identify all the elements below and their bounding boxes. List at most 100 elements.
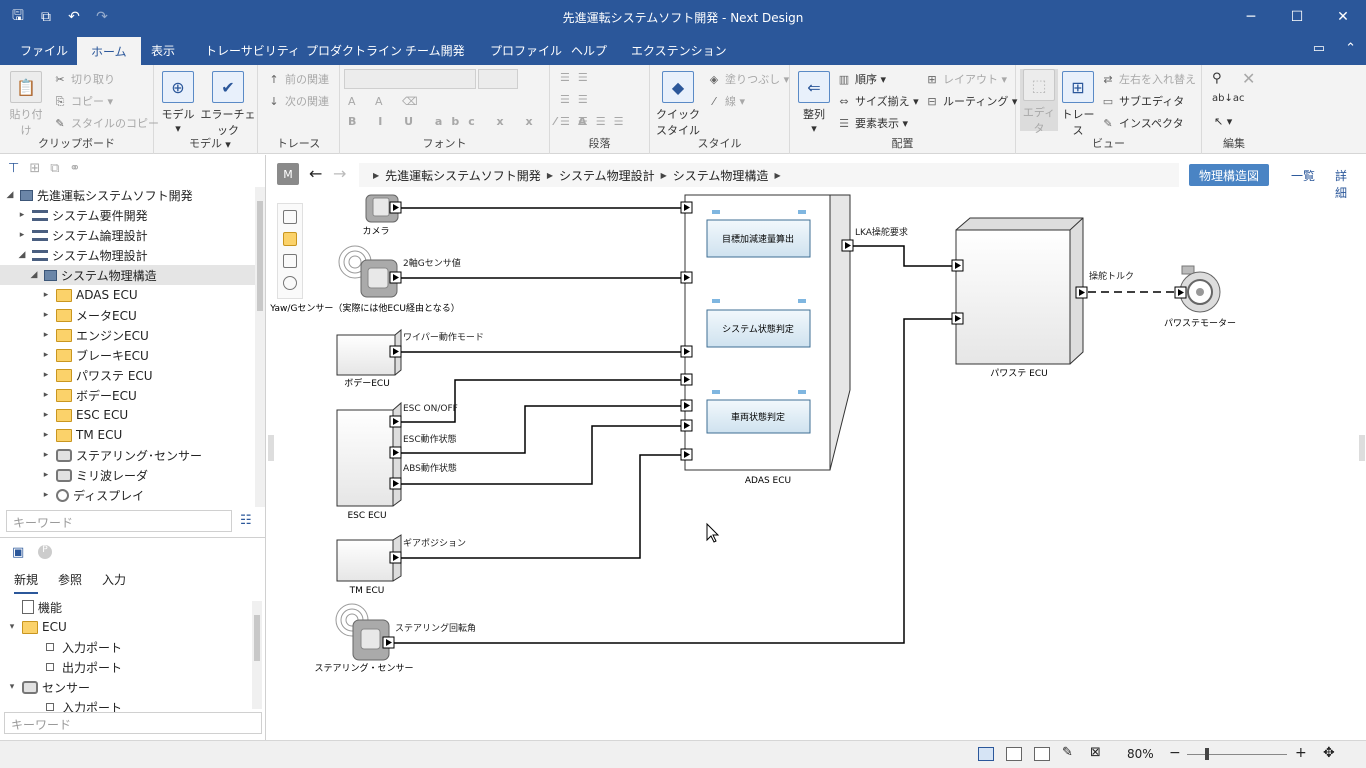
expand-icon[interactable]: ▸ [43, 390, 49, 400]
select-icon[interactable]: ↖ ▾ [1214, 115, 1233, 128]
tab-extension[interactable]: エクステンション [631, 44, 727, 58]
tree-icon[interactable]: ⊞ [29, 161, 41, 176]
tree-item[interactable]: ▸システム論理設計 [0, 225, 256, 245]
sub-editor-button[interactable]: ▭サブエディタ [1100, 93, 1184, 109]
model-badge[interactable]: M [277, 163, 299, 185]
layout-editor-icon[interactable] [978, 747, 994, 761]
right-collapse-handle[interactable] [1359, 435, 1365, 461]
tab-home[interactable]: ホーム [77, 37, 141, 65]
forward-arrow-icon[interactable]: → [333, 164, 347, 183]
power-steering-motor-node[interactable]: パワステモーター [1164, 265, 1236, 329]
yaw-sensor-node[interactable]: Yaw/Gセンサー（実際には他ECU経由となる） [269, 245, 460, 314]
back-arrow-icon[interactable]: ← [309, 164, 323, 183]
tree-item[interactable]: ▸パワステ ECU [0, 365, 256, 385]
delete-icon[interactable]: ✕ [1242, 69, 1256, 88]
expand-icon[interactable]: ▸ [43, 430, 49, 440]
copy-style-button[interactable]: ✎スタイルのコピー [52, 115, 159, 131]
next-relation-button[interactable]: ↓次の関連 [266, 93, 329, 109]
breadcrumb-item[interactable]: システム物理設計 [558, 168, 655, 183]
routing-button[interactable]: ⊟ルーティング ▾ [924, 93, 1017, 109]
maximize-button[interactable]: ☐ [1290, 8, 1304, 25]
tree-item[interactable]: ▸ステアリング･センサー [0, 445, 256, 465]
function-tool-icon[interactable] [283, 210, 297, 224]
paste-button[interactable]: 📋貼り付け [6, 71, 46, 138]
zoom-in-icon[interactable]: + [1295, 745, 1307, 761]
view-detail[interactable]: 詳細 [1335, 169, 1348, 200]
sensor-tool-icon[interactable] [283, 254, 297, 268]
tree-item[interactable]: ▸ミリ波レーダ [0, 465, 256, 485]
copy-button[interactable]: ⎘コピー ▾ [52, 93, 113, 109]
collapse-icon[interactable]: ◢ [18, 250, 26, 260]
expand-icon[interactable]: ▸ [43, 490, 49, 500]
filter-icon[interactable]: ☷ [240, 513, 252, 528]
model-button[interactable]: ⊕モデル▾ [158, 71, 198, 135]
layers-icon[interactable]: ⧉ [50, 161, 60, 176]
body-ecu-node[interactable]: ボデーECU [336, 328, 402, 389]
tree-root[interactable]: ◢先進運転システムソフト開発 [0, 185, 256, 205]
tree-item[interactable]: ▸ボデーECU [0, 385, 256, 405]
list-buttons[interactable]: ☰☰ [560, 71, 596, 84]
font-size-select[interactable] [478, 69, 518, 89]
tab-profile[interactable]: プロファイル [490, 44, 563, 58]
toolbox-icon[interactable]: ▣ [12, 545, 25, 560]
align-button[interactable]: ⇐整列▾ [796, 71, 832, 135]
toggle-icon[interactable]: ▾ [9, 622, 15, 632]
display-tool-icon[interactable] [283, 276, 297, 290]
toggle-icon[interactable]: ▾ [9, 682, 15, 692]
expand-icon[interactable]: ▸ [43, 410, 49, 420]
tab-product-line[interactable]: プロダクトライン [306, 44, 403, 58]
collapse-ribbon-icon[interactable]: ⌃ [1345, 41, 1356, 56]
undo-icon[interactable]: ↶ [68, 9, 80, 25]
tab-team[interactable]: チーム開発 [405, 44, 465, 58]
order-button[interactable]: ▥順序 ▾ [836, 71, 886, 87]
save-icon[interactable]: 🖫 [12, 8, 24, 24]
expand-icon[interactable]: ▸ [43, 330, 49, 340]
diagram-canvas[interactable]: ADAS ECU 目標加減速量算出 システム状態判定 車両状態判定 カメラ Ya… [267, 155, 1366, 740]
view-physical-diagram[interactable]: 物理構造図 [1189, 164, 1270, 186]
expand-icon[interactable]: ▸ [43, 350, 49, 360]
palette-scrollbar[interactable] [252, 601, 262, 709]
tree-search-input[interactable]: キーワード [6, 510, 232, 532]
align-buttons[interactable]: ☰☰☰☰ [560, 115, 632, 128]
expand-icon[interactable]: ▸ [43, 290, 49, 300]
error-check-button[interactable]: ✔エラーチェック▾ [200, 71, 256, 151]
esc-ecu-node[interactable]: ESC ECU [336, 401, 402, 521]
palette-item[interactable]: 入力ポート [0, 697, 256, 713]
camera-node[interactable]: カメラ [362, 194, 399, 237]
function-block[interactable]: 車両状態判定 [706, 390, 811, 434]
tree-item[interactable]: ▸TM ECU [0, 425, 256, 445]
font-size-buttons[interactable]: A A ⌫ [348, 95, 426, 108]
tab-file[interactable]: ファイル [20, 44, 69, 58]
expand-icon[interactable]: ▸ [19, 230, 25, 240]
font-style-buttons[interactable]: B I U abc x x ⁄ A [348, 115, 596, 128]
tree-item[interactable]: ▸メータECU [0, 305, 256, 325]
navigator-toggle-icon[interactable]: ⊠ [1090, 745, 1101, 760]
expand-icon[interactable]: ▸ [43, 370, 49, 380]
fit-to-window-icon[interactable]: ✥ [1323, 745, 1335, 761]
trace-view-button[interactable]: ⊞トレース [1060, 71, 1096, 138]
palette-item[interactable]: ▾ECU [0, 617, 256, 637]
tm-ecu-node[interactable]: TM ECU [336, 534, 402, 596]
indent-buttons[interactable]: ☰☰ [560, 93, 596, 106]
tab-reference[interactable]: 参照 [58, 573, 83, 587]
tree-item[interactable]: ▸ブレーキECU [0, 345, 256, 365]
collapse-icon[interactable]: ◢ [6, 190, 14, 200]
close-button[interactable]: ✕ [1337, 8, 1349, 25]
power-steering-ecu-node[interactable]: パワステ ECU [955, 217, 1084, 379]
find-icon[interactable]: ⚲ [1212, 71, 1222, 86]
redo-icon[interactable]: ↷ [96, 9, 108, 25]
expand-icon[interactable]: ▸ [43, 310, 49, 320]
line-button[interactable]: ⁄線 ▾ [706, 93, 745, 109]
expand-icon[interactable]: ▸ [19, 210, 25, 220]
tree-item[interactable]: ▸ADAS ECU [0, 285, 256, 305]
view-list[interactable]: 一覧 [1291, 169, 1316, 183]
palette-item[interactable]: ▾センサー [0, 677, 256, 697]
tree-item[interactable]: ◢システム物理構造 [0, 265, 256, 285]
expand-icon[interactable]: ▸ [43, 470, 49, 480]
steering-sensor-node[interactable]: ステアリング・センサー [314, 603, 414, 674]
tab-help[interactable]: ヘルプ [571, 44, 608, 58]
tree-scrollbar[interactable] [255, 187, 265, 507]
link-icon[interactable]: ⚭ [69, 161, 81, 176]
function-block[interactable]: システム状態判定 [706, 299, 811, 348]
tree-item[interactable]: ▸エンジンECU [0, 325, 256, 345]
